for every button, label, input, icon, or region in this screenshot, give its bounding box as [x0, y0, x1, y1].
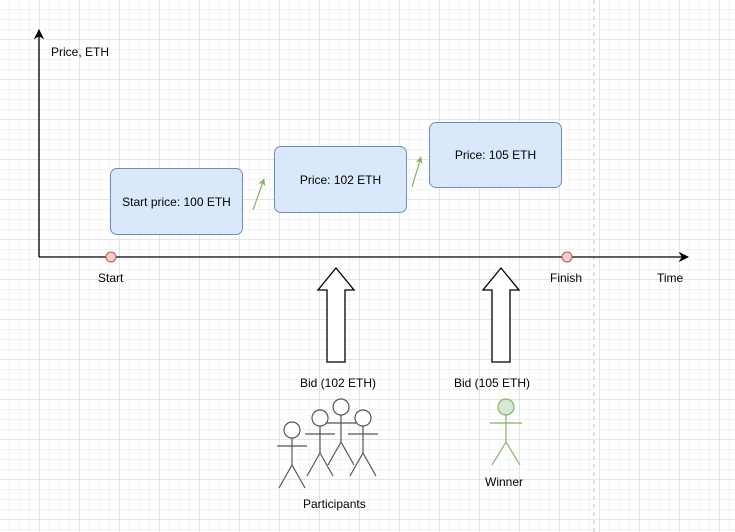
finish-label: Finish	[550, 271, 583, 285]
winner-figure	[490, 398, 522, 466]
x-axis-label: Time	[657, 271, 684, 285]
participants-figures	[277, 398, 378, 489]
finish-marker	[561, 251, 573, 263]
bid-label-102: Bid (102 ETH)	[300, 376, 377, 390]
price-increase-arrow	[252, 178, 266, 211]
start-label: Start	[98, 271, 124, 285]
y-axis-label: Price, ETH	[51, 45, 110, 59]
participant-figure	[277, 421, 307, 489]
bid-label-105: Bid (105 ETH)	[454, 376, 531, 390]
participant-figure	[348, 409, 378, 477]
price-box-102: Price: 102 ETH	[274, 146, 407, 213]
winner-label: Winner	[485, 475, 524, 489]
bid-arrow	[481, 266, 521, 363]
price-box-start: Start price: 100 ETH	[110, 168, 243, 235]
participant-figure	[326, 398, 356, 466]
bid-arrow	[316, 266, 356, 363]
participants-label: Participants	[303, 497, 366, 511]
participant-figure	[305, 409, 335, 477]
start-marker	[105, 251, 117, 263]
price-increase-arrow	[411, 156, 423, 188]
price-box-105: Price: 105 ETH	[429, 122, 562, 188]
